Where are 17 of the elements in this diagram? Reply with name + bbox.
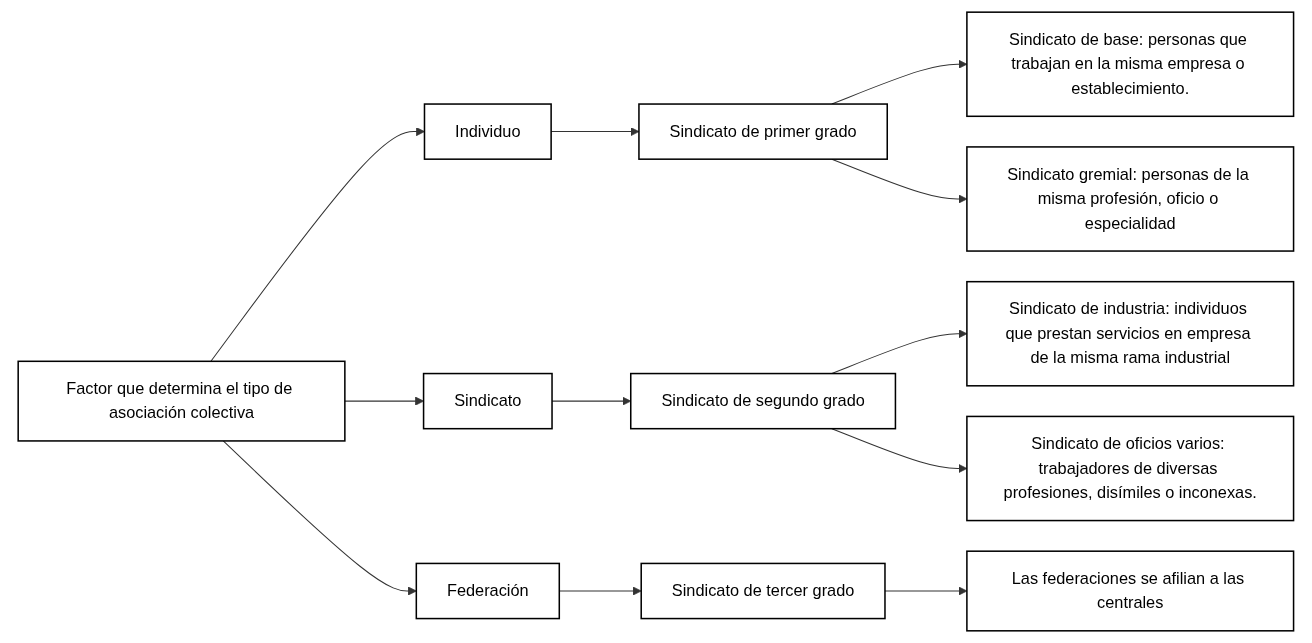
arrow (222, 440, 417, 596)
arrow (831, 329, 968, 375)
node-box: Sindicato de segundo grado (630, 372, 897, 430)
node-box: Sindicato de primer grado (638, 103, 889, 160)
node-box: Sindicato gremial: personas de la misma profesión, oficio o especialidad (966, 146, 1295, 252)
node-box: Factor que determina el tipo de asociación colectiva (17, 360, 346, 442)
node-box: Sindicato de base: personas que trabajan en la misma empresa o establecimiento. (966, 11, 1295, 118)
node-box: Individuo (423, 103, 552, 160)
node-box: Las federaciones se afilian a las centrales (966, 550, 1295, 632)
node-box: Federación (415, 562, 561, 620)
arrow (210, 127, 425, 362)
node-box: Sindicato (422, 372, 553, 430)
node-box: Sindicato de oficios varios: trabajadores de diversas profesiones, disímiles o inconexas. (966, 415, 1295, 522)
arrow (831, 428, 968, 473)
node-box: Sindicato de industria: individuos que prestan servicios en empresa de la misma rama industrial (966, 280, 1295, 387)
node-box: Sindicato de tercer grado (640, 562, 886, 620)
arrow (831, 59, 968, 105)
